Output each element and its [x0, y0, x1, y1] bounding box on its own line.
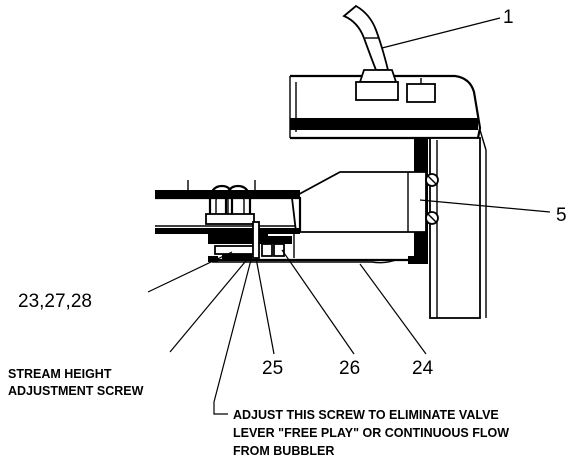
adjust-note-line1: ADJUST THIS SCREW TO ELIMINATE VALVE [233, 408, 499, 422]
stream-height-note-line1: STREAM HEIGHT [8, 367, 112, 381]
leader-lines [147, 17, 551, 415]
callout-1: 1 [503, 7, 514, 28]
adjust-note-line3: FROM BUBBLER [233, 444, 334, 458]
lever-linkage [208, 221, 426, 264]
top-housing [289, 74, 482, 140]
callout-25: 25 [262, 358, 283, 379]
valve-body [155, 180, 302, 234]
adjust-note-line2: LEVER "FREE PLAY" OR CONTINUOUS FLOW [233, 426, 509, 440]
bracket-part-5 [291, 171, 439, 233]
callout-24: 24 [412, 358, 434, 379]
callout-23-27-28: 23,27,28 [18, 291, 92, 312]
callout-5: 5 [556, 205, 567, 226]
callout-26: 26 [339, 358, 360, 379]
bubbler-part-1 [342, 4, 399, 101]
stream-height-note-line2: ADJUSTMENT SCREW [8, 384, 144, 398]
